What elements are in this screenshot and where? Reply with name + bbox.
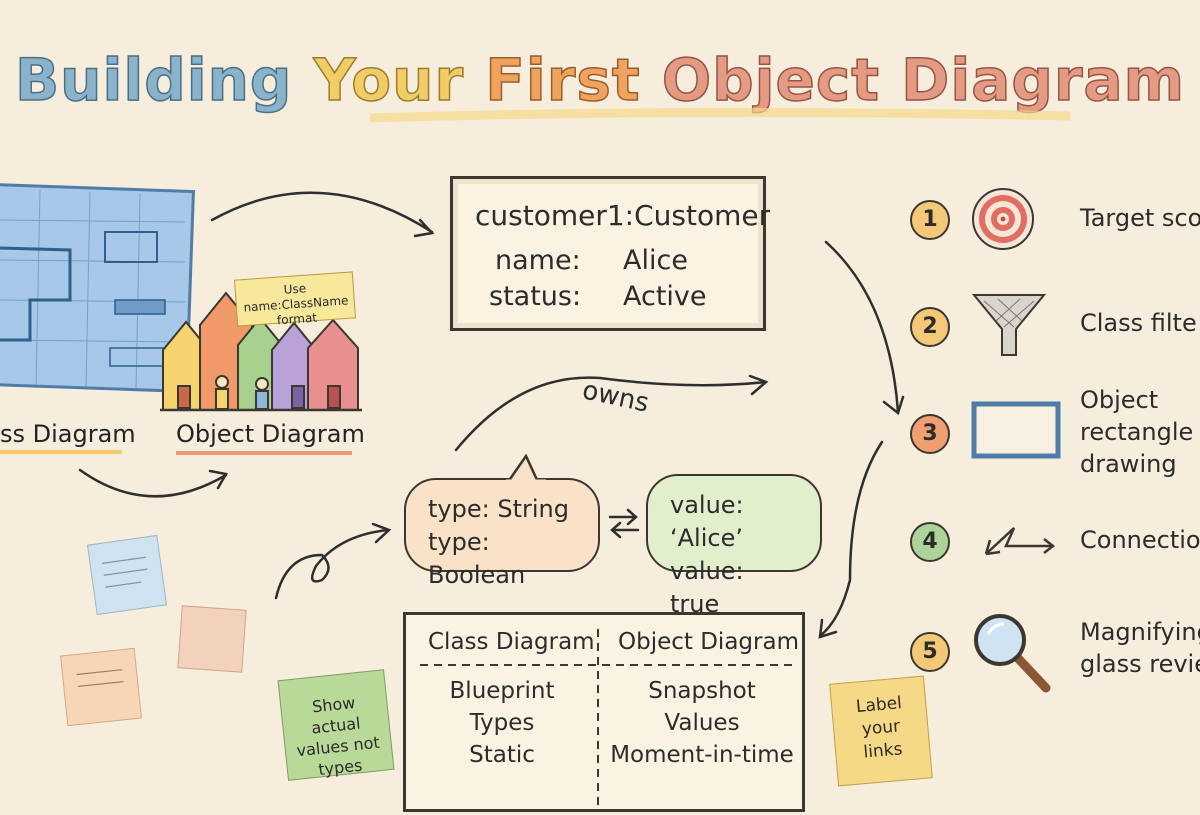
step-2: 2 Class filte: [910, 294, 1200, 356]
table-cell: Blueprint: [449, 678, 555, 704]
comparison-table: Class Diagram Object Diagram Blueprint T…: [403, 612, 805, 812]
title-word-first: First: [484, 45, 641, 115]
blueprint-illustration: [0, 183, 195, 393]
sticky-notes-pile: [59, 534, 247, 727]
object-box: customer1:Customer name: Alice status: A…: [450, 176, 770, 331]
green-sticky-text: Show actual values not types: [295, 692, 381, 780]
table-cell: Moment-in-time: [610, 742, 794, 768]
class-diagram-caption: ss Diagram: [0, 420, 136, 448]
arrow-to-types-bubble: [274, 528, 390, 600]
speech-tail: [506, 454, 546, 484]
page-title: Building Your First Object Diagram: [0, 45, 1200, 115]
rectangle-icon: [971, 401, 1061, 459]
step-number-badge: 5: [910, 632, 950, 672]
connector-arrow-icon: [984, 527, 1056, 556]
table-header-class: Class Diagram: [428, 629, 595, 655]
step-5: 5 Magnifying glass revie: [910, 612, 1200, 702]
attribute-name: status:: [489, 281, 582, 312]
step-label: Object rectangle drawing: [1080, 386, 1194, 478]
values-line: value: ‘Alice’: [670, 491, 744, 552]
arrow-to-table: [818, 440, 884, 638]
magnifying-glass-icon: [974, 614, 1051, 693]
connector-arrows: [78, 191, 905, 639]
tag-note: [234, 271, 356, 327]
table-cell: Values: [664, 710, 740, 736]
yellow-sticky-note: [829, 675, 933, 787]
object-box-title: customer1:Customer: [475, 199, 771, 232]
funnel-icon: [971, 294, 1047, 356]
title-highlight: [369, 107, 1071, 123]
attribute-value: Active: [623, 281, 707, 312]
step-4: 4 Connectio: [910, 512, 1200, 572]
attribute-value: Alice: [623, 245, 688, 276]
step-1: 1 Target sco: [910, 188, 1200, 250]
title-word-building: Building: [14, 45, 293, 115]
step-number-badge: 2: [910, 307, 950, 347]
step-label: Class filte: [1080, 309, 1197, 337]
table-cell: Snapshot: [648, 678, 756, 704]
table-cell: Types: [469, 710, 535, 736]
types-bubble: type: String type: Boolean: [404, 478, 600, 589]
step-label: Target sco: [1080, 204, 1200, 232]
arrow-to-step3: [824, 240, 900, 414]
houses-illustration: [160, 291, 362, 412]
table-column-class: Blueprint Types Static: [406, 675, 598, 771]
table-header-object: Object Diagram: [618, 629, 799, 655]
step-label: Magnifying glass revie: [1080, 618, 1200, 678]
title-word-object: Object: [661, 45, 880, 115]
table-cell: Static: [469, 742, 535, 768]
attribute-name: name:: [495, 245, 581, 276]
step-label: Connectio: [1080, 526, 1200, 554]
owns-link-arrow: [454, 376, 768, 452]
exchange-arrow-left: [610, 521, 640, 539]
step-number-badge: 4: [910, 522, 950, 562]
object-diagram-caption: Object Diagram: [176, 420, 365, 448]
title-word-your: Your: [313, 45, 465, 115]
step-number-badge: 3: [910, 414, 950, 454]
types-line: type: Boolean: [428, 528, 526, 589]
step-3: 3 Object rectangle drawing: [910, 384, 1200, 484]
exchange-arrow-right: [608, 508, 638, 526]
arrow-to-object-box: [210, 191, 434, 234]
step-number-badge: 1: [910, 200, 950, 240]
values-bubble: value: ‘Alice’ value: true: [646, 474, 822, 618]
arrow-class-to-object: [78, 468, 228, 498]
types-line: type: String: [428, 495, 569, 523]
table-dividers: [420, 629, 794, 805]
tag-note-text: Use name:ClassName format: [243, 281, 349, 328]
yellow-sticky-text: Label your links: [855, 693, 904, 763]
title-word-diagram: Diagram: [900, 45, 1186, 115]
target-icon: [972, 188, 1034, 250]
table-column-object: Snapshot Values Moment-in-time: [598, 675, 806, 771]
green-sticky-note: [277, 669, 395, 781]
